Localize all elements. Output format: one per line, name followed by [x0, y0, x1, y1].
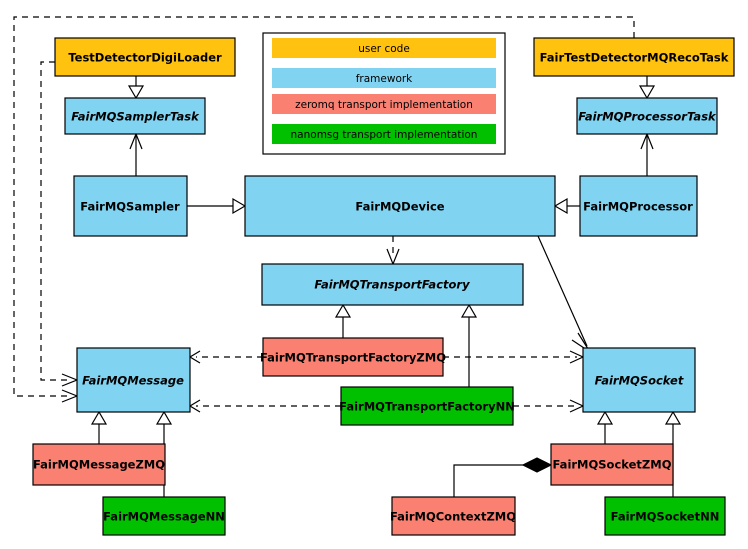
edge-factoryzmq-generalizes-factory [334, 303, 352, 338]
edge-processor-generalizes-device [553, 197, 580, 215]
node-FairMQSampler[interactable]: FairMQSampler [73, 175, 188, 237]
node-label-FairMQMessage: FairMQMessage [82, 374, 184, 388]
node-FairMQMessage[interactable]: FairMQMessage [76, 347, 191, 413]
node-label-FairTestDetectorMQRecoTask: FairTestDetectorMQRecoTask [540, 51, 729, 65]
node-rect-FairMQMessage[interactable] [76, 347, 191, 413]
node-rect-FairTestDetectorMQRecoTask[interactable] [533, 37, 735, 77]
node-FairMQProcessor[interactable]: FairMQProcessor [579, 175, 698, 237]
node-rect-FairMQProcessorTask[interactable] [576, 97, 718, 135]
node-label-FairMQMessageZMQ: FairMQMessageZMQ [33, 458, 165, 472]
node-label-FairMQSocket: FairMQSocket [595, 374, 684, 388]
node-rect-FairMQProcessor[interactable] [579, 175, 698, 237]
legend-label-framework: framework [356, 73, 413, 85]
node-label-FairMQProcessorTask: FairMQProcessorTask [578, 110, 717, 124]
edge-device-depends-transportfactory [386, 236, 400, 266]
edge-digiloader-generalizes-samplertask [127, 76, 145, 100]
node-TestDetectorDigiLoader[interactable]: TestDetectorDigiLoader [54, 37, 236, 77]
edge-processor-to-processortask [640, 132, 654, 176]
node-rect-FairMQSamplerTask[interactable] [64, 97, 206, 135]
legend-item-framework: framework [272, 68, 496, 88]
legend-item-user-code: user code [272, 38, 496, 58]
node-FairMQSocket[interactable]: FairMQSocket [582, 347, 696, 413]
legend-item-zeromq: zeromq transport implementation [272, 94, 496, 114]
node-rect-FairMQTransportFactoryNN[interactable] [340, 386, 514, 426]
edge-factorynn-depends-message [188, 399, 341, 413]
edge-sampler-generalizes-device [187, 197, 247, 215]
node-FairMQSamplerTask[interactable]: FairMQSamplerTask [64, 97, 206, 135]
node-label-TestDetectorDigiLoader: TestDetectorDigiLoader [68, 51, 222, 65]
node-FairTestDetectorMQRecoTask[interactable]: FairTestDetectorMQRecoTask [533, 37, 735, 77]
legend-item-nanomsg: nanomsg transport implementation [272, 124, 496, 144]
node-rect-FairMQSampler[interactable] [73, 175, 188, 237]
legend-label-user-code: user code [358, 43, 410, 55]
edge-factoryzmq-depends-message [188, 350, 263, 364]
legend-swatch-user-code [272, 38, 496, 58]
node-rect-FairMQSocket[interactable] [582, 347, 696, 413]
node-label-FairMQTransportFactoryZMQ: FairMQTransportFactoryZMQ [260, 351, 446, 365]
edge-device-to-socket [537, 235, 591, 353]
node-label-FairMQSocketNN: FairMQSocketNN [611, 510, 720, 524]
node-rect-FairMQSocketZMQ[interactable] [550, 443, 674, 486]
node-rect-FairMQMessageZMQ[interactable] [32, 443, 166, 486]
node-rect-FairMQContextZMQ[interactable] [391, 496, 516, 536]
node-label-FairMQSamplerTask: FairMQSamplerTask [71, 110, 200, 124]
node-label-FairMQDevice: FairMQDevice [355, 200, 444, 214]
node-FairMQSocketNN[interactable]: FairMQSocketNN [604, 496, 726, 536]
edge-socketzmq-generalizes-socket [596, 410, 614, 444]
node-label-FairMQSocketZMQ: FairMQSocketZMQ [553, 458, 672, 472]
edge-messagezmq-generalizes-message [90, 410, 108, 444]
legend-label-nanomsg: nanomsg transport implementation [291, 129, 478, 141]
legend-swatch-nanomsg [272, 124, 496, 144]
node-FairMQDevice[interactable]: FairMQDevice [244, 175, 556, 237]
node-FairMQMessageNN[interactable]: FairMQMessageNN [102, 496, 226, 536]
node-layer: TestDetectorDigiLoader FairTestDetectorM… [32, 37, 735, 536]
node-label-FairMQTransportFactory: FairMQTransportFactory [314, 278, 470, 292]
node-FairMQTransportFactoryZMQ[interactable]: FairMQTransportFactoryZMQ [260, 337, 446, 377]
node-FairMQSocketZMQ[interactable]: FairMQSocketZMQ [550, 443, 674, 486]
node-FairMQContextZMQ[interactable]: FairMQContextZMQ [390, 496, 516, 536]
node-FairMQTransportFactoryNN[interactable]: FairMQTransportFactoryNN [339, 386, 515, 426]
node-label-FairMQSampler: FairMQSampler [80, 200, 180, 214]
node-label-FairMQMessageNN: FairMQMessageNN [103, 510, 225, 524]
edge-factoryzmq-depends-socket [443, 350, 585, 364]
node-rect-FairMQTransportFactoryZMQ[interactable] [262, 337, 444, 377]
node-FairMQProcessorTask[interactable]: FairMQProcessorTask [576, 97, 718, 135]
node-rect-FairMQTransportFactory[interactable] [261, 263, 524, 306]
edge-factorynn-generalizes-factory [460, 303, 478, 387]
node-FairMQMessageZMQ[interactable]: FairMQMessageZMQ [32, 443, 166, 486]
node-FairMQTransportFactory[interactable]: FairMQTransportFactory [261, 263, 524, 306]
edge-recotask-generalizes-processortask [638, 76, 656, 100]
node-rect-FairMQMessageNN[interactable] [102, 496, 226, 536]
node-rect-FairMQDevice[interactable] [244, 175, 556, 237]
node-label-FairMQTransportFactoryNN: FairMQTransportFactoryNN [339, 400, 515, 414]
legend: user code framework zeromq transport imp… [262, 32, 506, 155]
edge-sampler-to-samplertask [129, 132, 143, 176]
edge-factorynn-depends-socket [513, 399, 585, 413]
node-rect-FairMQSocketNN[interactable] [604, 496, 726, 536]
node-label-FairMQProcessor: FairMQProcessor [583, 200, 693, 214]
node-label-FairMQContextZMQ: FairMQContextZMQ [390, 510, 516, 524]
legend-swatch-zeromq [272, 94, 496, 114]
legend-swatch-framework [272, 68, 496, 88]
node-rect-TestDetectorDigiLoader[interactable] [54, 37, 236, 77]
edge-contextzmq-composes-socketzmq [453, 457, 553, 497]
legend-label-zeromq: zeromq transport implementation [295, 99, 473, 111]
